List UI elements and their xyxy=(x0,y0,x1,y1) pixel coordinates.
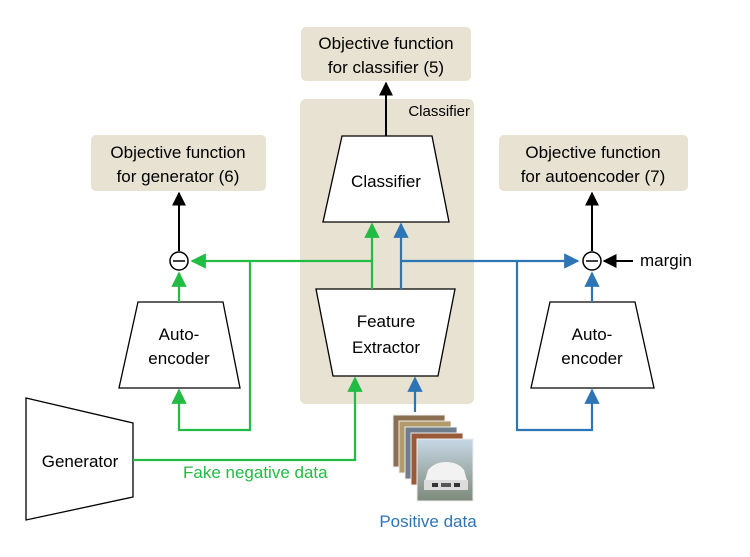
arrow-generator-to-fe xyxy=(133,376,363,462)
svg-text:for generator (6): for generator (6) xyxy=(117,167,240,186)
autoencoder-left-line2: encoder xyxy=(148,349,210,368)
blue-paths xyxy=(393,222,600,432)
objective-autoencoder-line2: for autoencoder (7) xyxy=(521,167,666,186)
generator-block: Generator xyxy=(25,397,134,521)
autoencoder-left-block: Auto- encoder xyxy=(118,301,241,389)
generator-block-label: Generator xyxy=(42,452,119,471)
image-stack-icon xyxy=(392,414,474,502)
arrow-fake-loop-to-autoencoder-left xyxy=(171,261,252,432)
autoencoder-left-line1: Auto- xyxy=(159,325,200,344)
objective-classifier-line2: for classifier (5) xyxy=(328,58,444,77)
svg-text:Objective function: Objective function xyxy=(318,34,453,53)
classifier-block: Classifier xyxy=(322,135,450,223)
svg-text:for classifier (5): for classifier (5) xyxy=(328,58,444,77)
feature-extractor-line2: Extractor xyxy=(352,338,420,357)
svg-text:Auto-: Auto- xyxy=(159,325,200,344)
svg-text:Feature: Feature xyxy=(357,312,416,331)
svg-text:encoder: encoder xyxy=(561,349,623,368)
objective-autoencoder-line1: Objective function xyxy=(525,143,660,162)
classifier-block-label: Classifier xyxy=(351,172,421,191)
minus-circle-icon xyxy=(582,251,602,271)
fake-negative-data-label: Fake negative data xyxy=(183,463,328,482)
objective-generator-box: Objective function for generator (6) xyxy=(91,135,266,191)
autoencoder-right-block: Auto- encoder xyxy=(530,301,655,389)
classifier-region-label: Classifier xyxy=(408,103,470,120)
feature-extractor-line1: Feature xyxy=(357,312,416,331)
svg-text:for autoencoder (7): for autoencoder (7) xyxy=(521,167,666,186)
svg-text:encoder: encoder xyxy=(148,349,210,368)
objective-generator-line2: for generator (6) xyxy=(117,167,240,186)
autoencoder-right-line2: encoder xyxy=(561,349,623,368)
svg-text:Extractor: Extractor xyxy=(352,338,420,357)
objective-classifier-box: Objective function for classifier (5) xyxy=(301,27,471,81)
feature-extractor-block: Feature Extractor xyxy=(315,288,456,377)
arrow-positive-loop-to-autoencoder-right xyxy=(515,261,600,432)
objective-autoencoder-box: Objective function for autoencoder (7) xyxy=(499,135,688,191)
objective-generator-line1: Objective function xyxy=(110,143,245,162)
green-paths xyxy=(133,222,380,462)
objective-classifier-line1: Objective function xyxy=(318,34,453,53)
positive-data-label: Positive data xyxy=(379,512,477,531)
svg-text:Objective function: Objective function xyxy=(525,143,660,162)
svg-text:Objective function: Objective function xyxy=(110,143,245,162)
autoencoder-right-line1: Auto- xyxy=(572,325,613,344)
svg-text:Auto-: Auto- xyxy=(572,325,613,344)
margin-label: margin xyxy=(640,251,692,270)
minus-circle-icon xyxy=(169,251,189,271)
